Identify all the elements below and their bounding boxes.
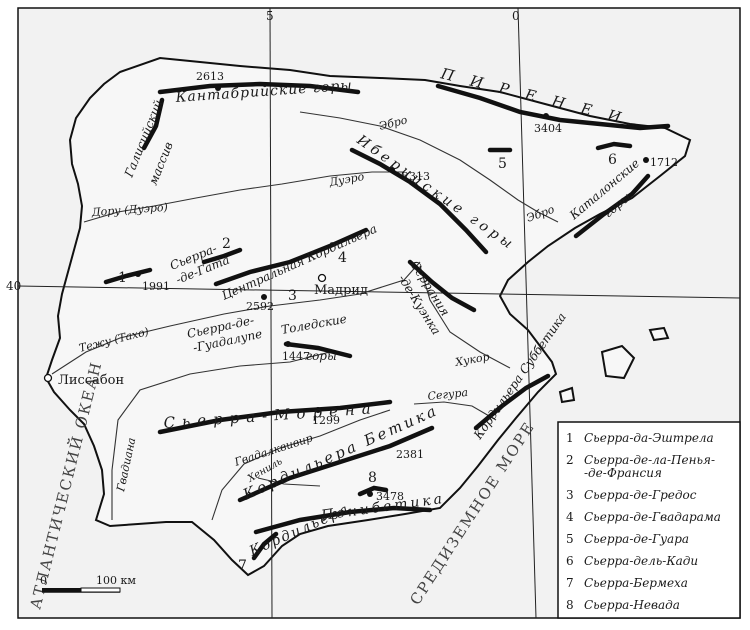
peak-3404 <box>543 113 549 119</box>
elevation-2313: 2313 <box>402 170 430 183</box>
map-marker-2: 2 <box>222 236 231 252</box>
range-cadi <box>595 141 633 151</box>
map-marker-5: 5 <box>498 156 507 172</box>
menorca-island <box>648 326 670 342</box>
peak-3478 <box>367 491 373 497</box>
graticule-label-5: 5 <box>266 9 274 23</box>
legend-number-5: 5 <box>566 532 574 546</box>
range-catalan <box>573 173 651 239</box>
legend-name-5: Сьерра-де-Гуара <box>584 532 689 546</box>
legend-box <box>557 421 741 619</box>
map-marker-1: 1 <box>118 270 127 286</box>
map-marker-8: 8 <box>368 470 377 486</box>
range-iberian <box>349 147 489 255</box>
legend-number-6: 6 <box>566 554 574 568</box>
scale-bar: 0 100 км <box>40 574 136 593</box>
peak-2613 <box>215 85 221 91</box>
river-label-douro: Дору (Дуэро) <box>90 201 168 219</box>
mallorca-island <box>600 344 636 380</box>
legend-name-2-cont: -де-Франсия <box>584 466 662 480</box>
meridian-5 <box>269 7 273 619</box>
elevation-2592: 2592 <box>246 300 274 313</box>
legend-number-2: 2 <box>566 453 574 467</box>
elevation-1447: 1447 <box>282 350 310 363</box>
parallel-40 <box>17 285 741 299</box>
elevation-1712: 1712 <box>650 156 678 169</box>
peak-1991 <box>135 271 141 277</box>
river-duero <box>83 171 404 223</box>
label-toledo-2: горы <box>306 349 337 363</box>
river-ebro <box>299 111 559 223</box>
map-marker-3: 3 <box>288 288 297 304</box>
map-frame <box>17 7 741 619</box>
river-segura <box>413 401 497 421</box>
river-label-segura: Сегура <box>427 386 469 403</box>
city-lisbon-marker <box>43 373 53 383</box>
legend-name-2: Сьерра-де-ла-Пенья- <box>584 453 715 467</box>
range-central <box>213 227 369 287</box>
range-toledo <box>283 341 353 359</box>
river-label-duero: Дуэро <box>327 170 365 189</box>
range-estrela <box>103 267 153 285</box>
range-subbetica <box>473 373 551 431</box>
river-guadiana <box>111 351 331 520</box>
elevation-3478: 3478 <box>376 490 404 503</box>
range-penibetica <box>253 505 433 535</box>
map-marker-4: 4 <box>338 250 347 266</box>
legend-number-8: 8 <box>566 598 574 612</box>
ibiza-island <box>558 386 576 404</box>
city-madrid-label: Мадрид <box>314 283 368 298</box>
range-betica <box>237 425 435 503</box>
legend-name-6: Сьерра-дель-Кади <box>584 554 698 568</box>
peak-1299 <box>315 407 321 413</box>
peak-2313 <box>389 167 395 173</box>
map-marker-6: 6 <box>608 152 617 168</box>
river-tajo <box>51 261 421 375</box>
elevation-2381: 2381 <box>396 448 424 461</box>
map-marker-7: 7 <box>238 558 247 574</box>
peak-1447 <box>285 341 291 347</box>
river-genil <box>257 477 321 487</box>
elevation-1299: 1299 <box>312 414 340 427</box>
legend-number-1: 1 <box>566 431 574 445</box>
range-bermeja <box>251 531 279 561</box>
city-madrid-marker <box>317 273 327 283</box>
river-jucar <box>419 265 511 369</box>
meridian-0 <box>517 7 537 619</box>
legend: 1 Сьерра-да-Эштрела 2 Сьерра-де-ла-Пенья--д… <box>566 431 721 612</box>
range-nevada <box>357 485 389 497</box>
range-cantabrian <box>157 81 361 95</box>
peak-2592 <box>261 294 267 300</box>
river-guadalquivir <box>211 409 391 521</box>
legend-name-8: Сьерра-Невада <box>584 598 680 612</box>
city-lisbon-label: Лиссабон <box>58 373 124 388</box>
legend-number-3: 3 <box>566 488 574 502</box>
scale-start-label: 0 <box>40 574 47 587</box>
legend-name-3: Сьерра-де-Гредос <box>584 488 697 502</box>
graticule-label-0: 0 <box>512 9 520 23</box>
scale-end-label: 100 км <box>96 574 136 587</box>
river-label-jucar: Хукор <box>453 350 490 369</box>
range-morena <box>157 399 393 435</box>
iberian-peninsula <box>44 56 692 577</box>
range-pyrenees <box>435 83 671 131</box>
elevation-2613: 2613 <box>196 70 224 83</box>
legend-number-4: 4 <box>566 510 574 524</box>
legend-name-1: Сьерра-да-Эштрела <box>584 431 714 445</box>
legend-number-7: 7 <box>566 576 574 590</box>
range-serrania <box>407 259 477 313</box>
range-gata <box>201 247 243 265</box>
range-galician <box>141 97 165 151</box>
elevation-3404: 3404 <box>534 122 562 135</box>
peak-1712 <box>643 157 649 163</box>
elevation-1991: 1991 <box>142 280 170 293</box>
legend-name-4: Сьерра-де-Гвадарама <box>584 510 721 524</box>
graticule-label-40: 40 <box>6 279 21 293</box>
legend-name-7: Сьерра-Бермеха <box>584 576 688 590</box>
